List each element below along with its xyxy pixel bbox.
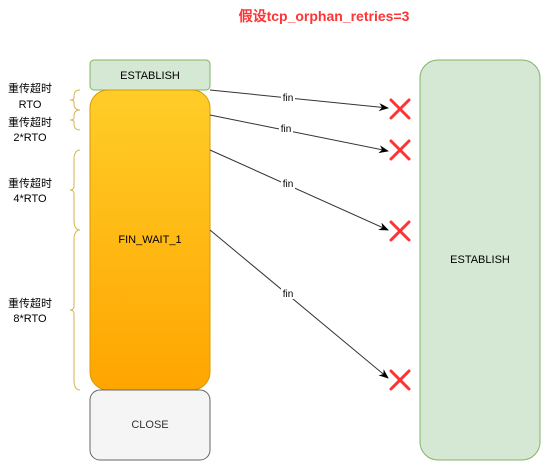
retry-bracket-1 (69, 89, 81, 111)
fin-label-4: fin (283, 289, 294, 300)
fin-label-1: fin (283, 93, 294, 104)
fin-label-4-group: fin (281, 288, 295, 300)
fin-arrow-1 (209, 89, 389, 112)
retry-label-3-line1: 重传超时 (8, 176, 52, 190)
fin-label-2-group: fin (279, 123, 293, 135)
state-fin-wait-1: FIN_WAIT_1 (89, 89, 211, 391)
lost-cross-icon (389, 220, 411, 242)
retry-label-2-line2: 2*RTO (13, 132, 47, 144)
state-close: CLOSE (89, 389, 211, 461)
retry-label-4-line1: 重传超时 (8, 296, 52, 310)
fin-label-1-group: fin (281, 92, 295, 104)
state-label-establish-right: ESTABLISH (450, 254, 510, 266)
fin-arrow-4 (209, 229, 389, 379)
retry-label-2-line1: 重传超时 (8, 115, 52, 129)
retry-label-3-line2: 4*RTO (13, 193, 47, 205)
retry-label-1-line1: 重传超时 (8, 81, 52, 95)
fin-label-3: fin (283, 179, 294, 190)
fin-arrow-3 (209, 149, 389, 231)
lost-cross-icon (389, 98, 411, 120)
state-establish-right: ESTABLISH (419, 59, 541, 461)
fin-label-3-group: fin (281, 178, 295, 190)
state-label-fin-wait-1: FIN_WAIT_1 (118, 234, 181, 246)
lost-cross-icon (389, 369, 411, 391)
fin-label-2: fin (281, 124, 292, 135)
retry-bracket-3 (69, 149, 81, 231)
retry-bracket-4 (69, 229, 81, 391)
retry-label-1-line2: RTO (19, 99, 42, 111)
fin-arrow-2 (209, 114, 389, 154)
state-establish-left: ESTABLISH (89, 59, 211, 91)
diagram-title: 假设tcp_orphan_retries=3 (239, 8, 410, 24)
lost-cross-icon (389, 139, 411, 161)
state-label-close: CLOSE (131, 419, 168, 431)
retry-bracket-2 (69, 109, 81, 131)
state-label-establish-left: ESTABLISH (120, 70, 180, 82)
retry-label-4-line2: 8*RTO (13, 313, 47, 325)
